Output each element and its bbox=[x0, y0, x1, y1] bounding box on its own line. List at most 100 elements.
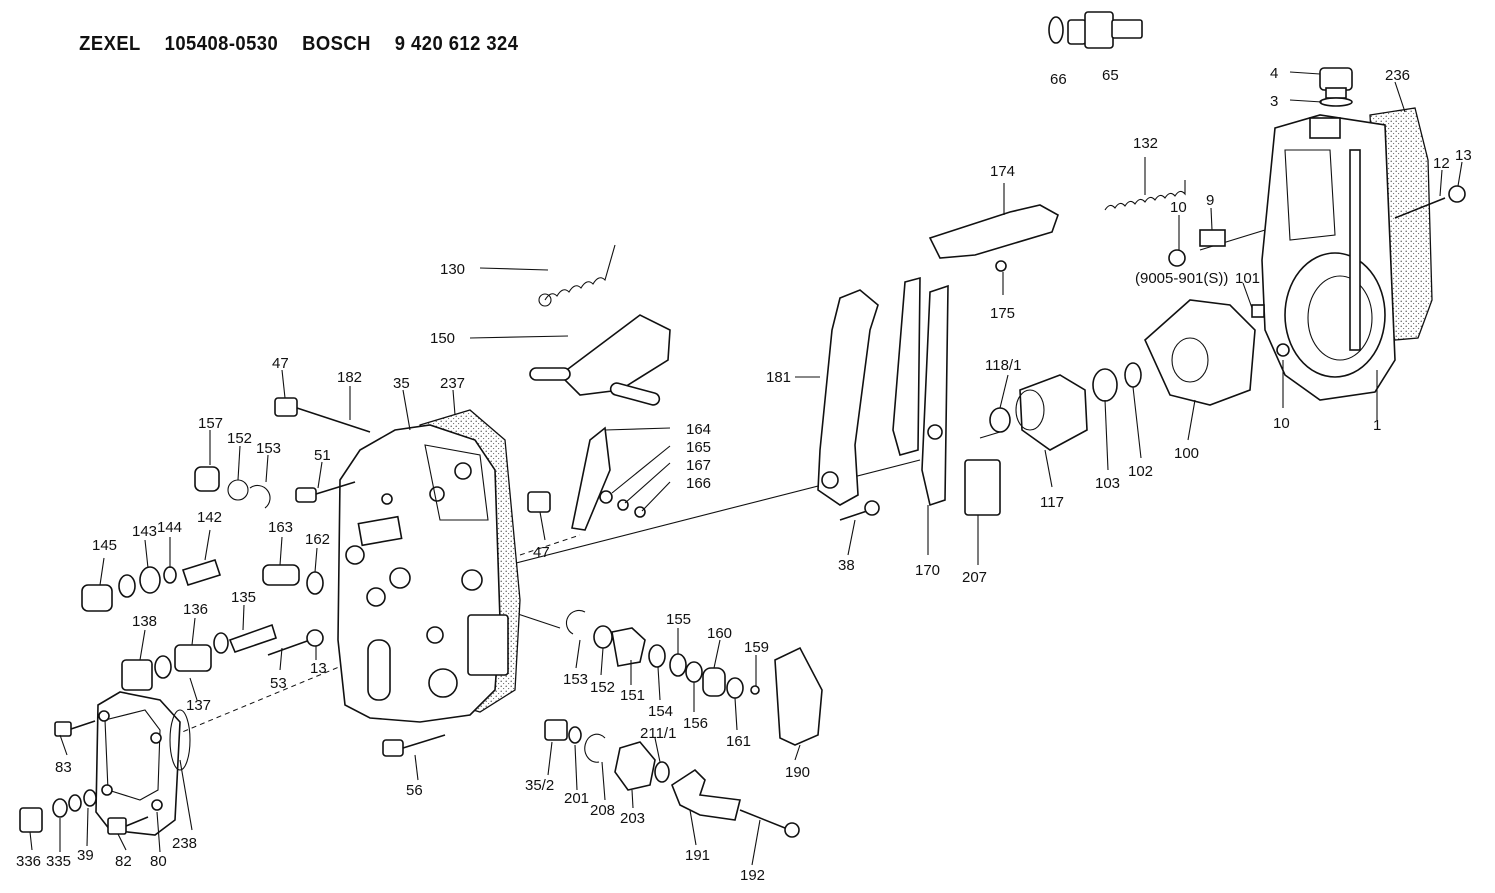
callout-237: 237 bbox=[440, 375, 465, 392]
callout-9005-901s: (9005-901(S)) bbox=[1135, 270, 1228, 287]
callout-162: 162 bbox=[305, 531, 330, 548]
callout-80: 80 bbox=[150, 853, 167, 870]
plug-and-washer bbox=[1319, 67, 1353, 107]
callout-101: 101 bbox=[1235, 270, 1260, 287]
callout-117: 117 bbox=[1040, 494, 1064, 511]
callout-10-lower: 10 bbox=[1273, 415, 1290, 432]
callout-13-upper: 13 bbox=[1455, 147, 1472, 164]
block-207 bbox=[964, 459, 1001, 516]
callout-136: 136 bbox=[183, 601, 208, 618]
callout-51: 51 bbox=[314, 447, 331, 464]
callout-35-2: 35/2 bbox=[525, 777, 554, 794]
callout-65: 65 bbox=[1102, 67, 1119, 84]
stop-screw-163 bbox=[262, 564, 324, 595]
screw-56 bbox=[382, 734, 446, 757]
sleeve-parts bbox=[989, 362, 1142, 451]
callout-47-lower: 47 bbox=[533, 544, 550, 561]
callout-137: 137 bbox=[186, 697, 211, 714]
callout-10-upper: 10 bbox=[1170, 199, 1187, 216]
callout-56: 56 bbox=[406, 782, 423, 799]
front-cover bbox=[95, 691, 191, 836]
callout-153-lower: 153 bbox=[563, 671, 588, 688]
manufacturer-zexel: ZEXEL bbox=[79, 33, 141, 55]
callout-166: 166 bbox=[686, 475, 711, 492]
callout-154: 154 bbox=[648, 703, 673, 720]
callout-190: 190 bbox=[785, 764, 810, 781]
callout-335: 335 bbox=[46, 853, 71, 870]
bosch-part-number: 9 420 612 324 bbox=[394, 33, 519, 55]
adjust-screw-65-66 bbox=[1048, 11, 1143, 49]
callout-47-upper: 47 bbox=[272, 355, 289, 372]
callout-118-1: 118/1 bbox=[985, 357, 1021, 374]
leader-lines bbox=[29, 71, 1463, 866]
callout-35: 35 bbox=[393, 375, 410, 392]
lever-170 bbox=[892, 276, 949, 507]
callout-12: 12 bbox=[1433, 155, 1450, 172]
callout-labels: 66 65 4 3 236 132 174 10 9 12 13 (9005-9… bbox=[16, 65, 1472, 884]
callout-175: 175 bbox=[990, 305, 1015, 322]
callout-161: 161 bbox=[726, 733, 751, 750]
zexel-part-number: 105408-0530 bbox=[164, 33, 279, 55]
lever-150 bbox=[529, 314, 671, 406]
callout-182: 182 bbox=[337, 369, 362, 386]
callout-170: 170 bbox=[915, 562, 940, 579]
callout-181: 181 bbox=[766, 369, 791, 386]
flyweight-100 bbox=[1144, 299, 1256, 406]
callout-163: 163 bbox=[268, 519, 293, 536]
lower-lever-assembly bbox=[544, 719, 800, 838]
callout-38: 38 bbox=[838, 557, 855, 574]
callout-39: 39 bbox=[77, 847, 94, 864]
callout-238: 238 bbox=[172, 835, 197, 852]
callout-144: 144 bbox=[157, 519, 182, 536]
callout-192: 192 bbox=[740, 867, 765, 884]
upper-left-fasteners bbox=[194, 397, 551, 513]
callout-156: 156 bbox=[683, 715, 708, 732]
callout-151: 151 bbox=[620, 687, 645, 704]
full-load-screw-set bbox=[121, 623, 324, 691]
callout-191: 191 bbox=[685, 847, 710, 864]
callout-103: 103 bbox=[1095, 475, 1120, 492]
governor-rear-housing bbox=[1261, 107, 1433, 401]
callout-4: 4 bbox=[1270, 65, 1278, 82]
callout-82: 82 bbox=[115, 853, 132, 870]
callout-165: 165 bbox=[686, 439, 711, 456]
callout-145: 145 bbox=[92, 537, 117, 554]
callout-157: 157 bbox=[198, 415, 223, 432]
idle-screw-set bbox=[81, 559, 222, 612]
callout-132: 132 bbox=[1133, 135, 1158, 152]
lever-164 bbox=[571, 426, 646, 531]
callout-143: 143 bbox=[132, 523, 157, 540]
callout-160: 160 bbox=[707, 625, 732, 642]
callout-155: 155 bbox=[666, 611, 691, 628]
cover-fasteners bbox=[19, 720, 149, 835]
callout-211-1: 211/1 bbox=[640, 725, 676, 742]
callout-102: 102 bbox=[1128, 463, 1153, 480]
governor-housing bbox=[337, 409, 521, 723]
spring-132 bbox=[1104, 180, 1186, 211]
callout-207: 207 bbox=[962, 569, 987, 586]
callout-53: 53 bbox=[270, 675, 287, 692]
callout-152-lower: 152 bbox=[590, 679, 615, 696]
callout-142: 142 bbox=[197, 509, 222, 526]
callout-153-upper: 153 bbox=[256, 440, 281, 457]
manufacturer-bosch: BOSCH bbox=[302, 33, 371, 55]
callout-236: 236 bbox=[1385, 67, 1410, 84]
callout-13-lower: 13 bbox=[310, 660, 327, 677]
callout-159: 159 bbox=[744, 639, 769, 656]
callout-208: 208 bbox=[590, 802, 615, 819]
callout-201: 201 bbox=[564, 790, 589, 807]
callout-150: 150 bbox=[430, 330, 455, 347]
spring-130 bbox=[538, 244, 616, 307]
callout-152-upper: 152 bbox=[227, 430, 252, 447]
screw-38 bbox=[839, 500, 880, 521]
callout-164: 164 bbox=[686, 421, 711, 438]
callout-83: 83 bbox=[55, 759, 72, 776]
callout-1: 1 bbox=[1373, 417, 1381, 434]
drawing-header: ZEXEL 105408-0530 BOSCH 9 420 612 324 bbox=[68, 10, 542, 56]
callout-138: 138 bbox=[132, 613, 157, 630]
small-fasteners-upper bbox=[1168, 185, 1466, 318]
callout-66: 66 bbox=[1050, 71, 1067, 88]
callout-174: 174 bbox=[990, 163, 1015, 180]
callout-336: 336 bbox=[16, 853, 41, 870]
